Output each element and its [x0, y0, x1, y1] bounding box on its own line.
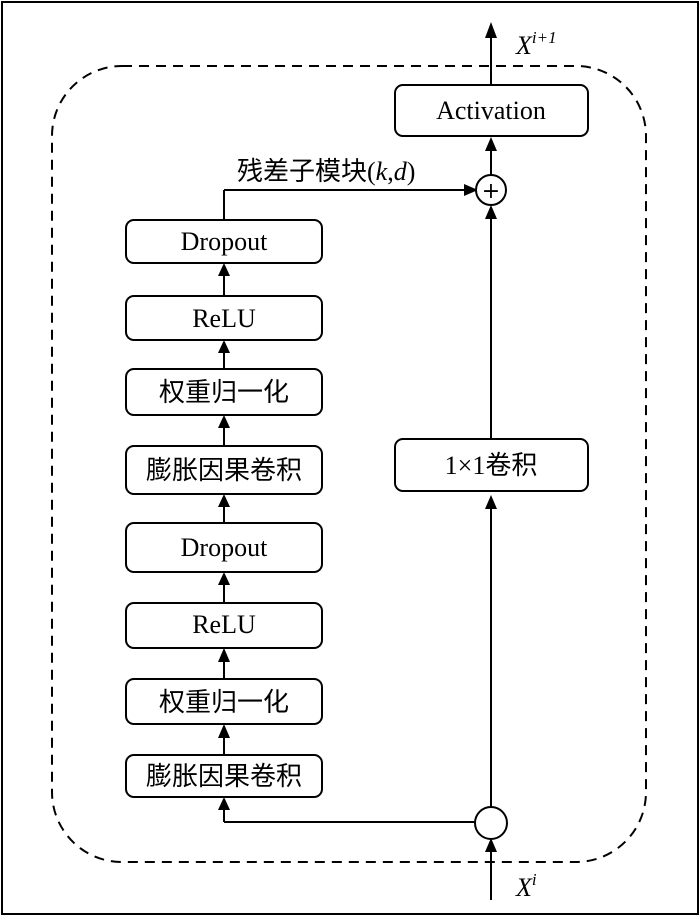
- left-block-4: Dropout: [125, 522, 323, 573]
- branch-arrowhead: [218, 797, 230, 810]
- left-block-2: 权重归一化: [125, 678, 323, 725]
- left-chain-arrows: [218, 263, 230, 754]
- output-label: Xi+1: [515, 28, 557, 60]
- left-block-7: ReLU: [125, 295, 323, 341]
- input-label: Xi: [515, 870, 537, 902]
- adder-to-activation-arrowhead: [485, 137, 497, 151]
- submodule-output-arrowhead: [464, 184, 478, 196]
- conv-1x1-block: 1×1卷积: [394, 438, 589, 492]
- left-block-3-label: ReLU: [192, 610, 256, 639]
- output-var: X: [515, 31, 533, 60]
- left-block-8-label: Dropout: [181, 227, 268, 256]
- residual-submodule-label: 残差子模块(k,d): [237, 157, 415, 186]
- submodule-k: k: [376, 157, 388, 186]
- skip-upper-arrowhead: [485, 205, 497, 219]
- skip-lower-arrowhead: [485, 495, 497, 509]
- adder-node: +: [475, 174, 507, 206]
- input-arrowhead: [485, 838, 497, 852]
- residual-block-boundary: [51, 65, 647, 863]
- activation-block: Activation: [394, 84, 589, 137]
- left-block-1-label: 膨胀因果卷积: [146, 762, 302, 791]
- left-block-6: 权重归一化: [125, 368, 323, 416]
- left-block-8: Dropout: [125, 219, 323, 264]
- output-arrowhead: [485, 22, 497, 38]
- submodule-close: ): [407, 157, 416, 186]
- output-sup: i+1: [532, 28, 557, 47]
- split-node: [474, 806, 508, 840]
- submodule-d: d: [394, 157, 408, 186]
- left-block-3: ReLU: [125, 602, 323, 649]
- adder-plus-symbol: +: [482, 179, 500, 204]
- left-block-5-label: 膨胀因果卷积: [146, 456, 302, 485]
- left-block-2-label: 权重归一化: [159, 688, 289, 717]
- submodule-label-prefix: 残差子模块(: [237, 157, 376, 186]
- conv-1x1-label: 1×1卷积: [445, 451, 538, 480]
- activation-label: Activation: [436, 96, 546, 125]
- left-block-7-label: ReLU: [192, 304, 256, 333]
- left-block-6-label: 权重归一化: [159, 378, 289, 407]
- input-var: X: [515, 873, 533, 902]
- left-block-4-label: Dropout: [181, 533, 268, 562]
- submodule-comma: ,: [387, 157, 394, 186]
- left-block-1: 膨胀因果卷积: [125, 754, 323, 798]
- left-block-5: 膨胀因果卷积: [125, 445, 323, 495]
- input-sup: i: [532, 870, 537, 889]
